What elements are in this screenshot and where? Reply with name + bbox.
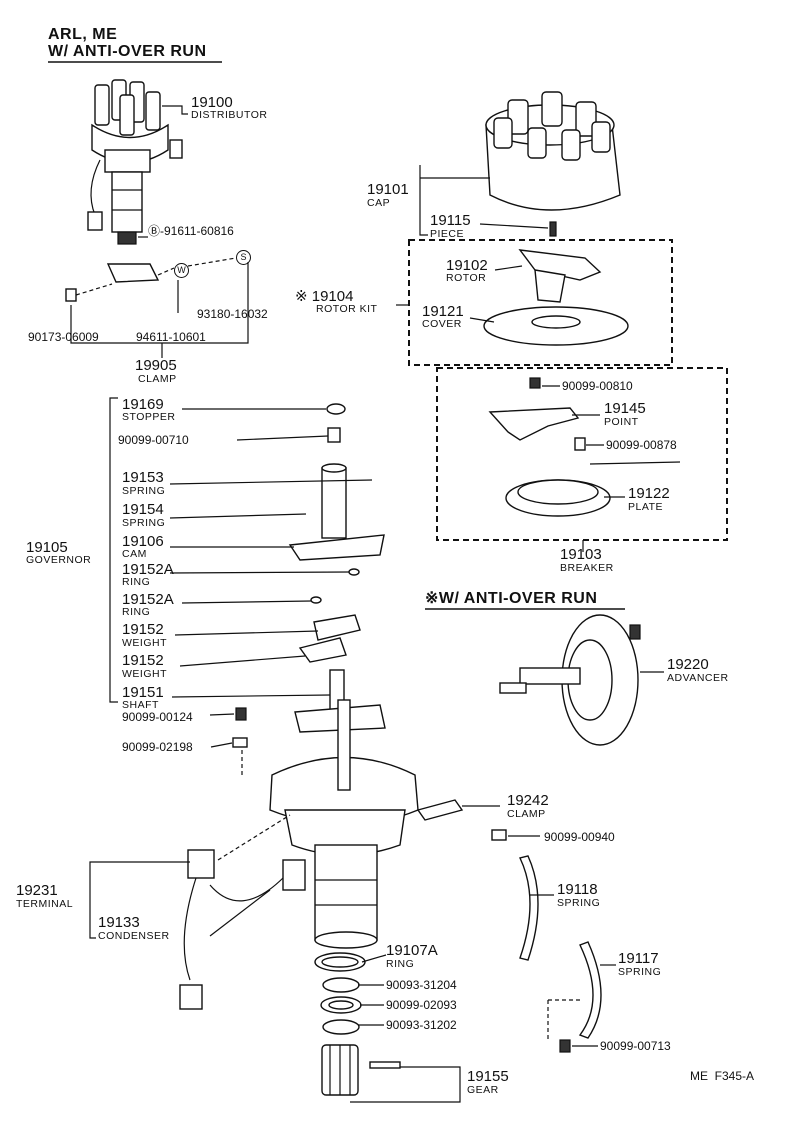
part-19103-name: BREAKER	[560, 562, 614, 574]
pn-90099-00940: 90099-00940	[544, 830, 615, 844]
part-19115-number: 19115	[430, 212, 471, 229]
marker-w: W	[174, 263, 189, 278]
rotor-kit-box	[408, 239, 673, 366]
housing-drawing	[269, 699, 419, 949]
cap-drawing	[485, 91, 621, 237]
part-19105-name: GOVERNOR	[26, 554, 92, 566]
part-19152A-number-1: 19152A	[122, 561, 174, 578]
part-19121-name: COVER	[422, 318, 462, 330]
part-19106-number: 19106	[122, 533, 164, 550]
part-19115-name: PIECE	[430, 228, 465, 240]
part-19905-name: CLAMP	[138, 373, 177, 385]
part-19152-name-1: WEIGHT	[122, 637, 167, 649]
header-line1: ARL, ME	[48, 26, 118, 43]
part-19105-number: 19105	[26, 539, 68, 556]
part-19133-name: CONDENSER	[98, 930, 170, 942]
part-19101-name: CAP	[367, 197, 391, 209]
part-19118-number: 19118	[557, 881, 598, 898]
part-19100-number: 19100	[191, 94, 233, 111]
pn-90099-02093: 90099-02093	[386, 998, 457, 1012]
rotor-drawing	[483, 249, 629, 346]
part-19154-number: 19154	[122, 501, 164, 518]
terminal-condenser-drawing	[179, 849, 306, 1010]
part-19101-number: 19101	[367, 181, 409, 198]
part-19145-number: 19145	[604, 400, 646, 417]
pn-94611-10601: 94611-10601	[136, 330, 206, 344]
part-19169-number: 19169	[122, 396, 164, 413]
part-19154-name: SPRING	[122, 517, 166, 529]
part-19145-name: POINT	[604, 416, 639, 428]
part-19169-name: STOPPER	[122, 411, 176, 423]
part-19231-number: 19231	[16, 882, 58, 899]
part-19155-name: GEAR	[467, 1084, 499, 1096]
part-19107A-number: 19107A	[386, 942, 438, 959]
part-19151-name: SHAFT	[122, 699, 159, 711]
nut-90173	[65, 288, 77, 302]
part-19153-number: 19153	[122, 469, 164, 486]
part-19133-number: 19133	[98, 914, 140, 931]
part-19905-number: 19905	[135, 357, 177, 374]
breaker-drawing	[488, 377, 681, 517]
part-19155-number: 19155	[467, 1068, 509, 1085]
advancer-drawing	[499, 614, 641, 746]
pn-90099-00124: 90099-00124	[122, 710, 193, 724]
section-anti-over-run-title: ※W/ ANTI-OVER RUN	[425, 590, 598, 607]
pn-90093-31204: 90093-31204	[386, 978, 457, 992]
part-19122-name: PLATE	[628, 501, 663, 513]
part-19121-number: 19121	[422, 303, 464, 320]
pn-90099-00710: 90099-00710	[118, 433, 189, 447]
marker-s: S	[236, 250, 251, 265]
part-19152-number-1: 19152	[122, 621, 164, 638]
leader-19100	[162, 105, 188, 115]
pn-93180-16032: 93180-16032	[197, 307, 268, 321]
part-19106-name: CAM	[122, 548, 147, 560]
pn-90099-02198: 90099-02198	[122, 740, 193, 754]
part-19231-name: TERMINAL	[16, 898, 74, 910]
part-19117-name: SPRING	[618, 966, 662, 978]
part-19152A-number-2: 19152A	[122, 591, 174, 608]
part-19220-number: 19220	[667, 656, 709, 673]
part-19220-name: ADVANCER	[667, 672, 729, 684]
pn-90093-31202: 90093-31202	[386, 1018, 457, 1032]
part-19100-name: DISTRIBUTOR	[191, 109, 268, 121]
part-19152-name-2: WEIGHT	[122, 668, 167, 680]
part-19242-number: 19242	[507, 792, 549, 809]
part-19107A-name: RING	[386, 958, 415, 970]
pn-90173-06009: 90173-06009	[28, 330, 99, 344]
governor-bracket	[109, 397, 118, 703]
part-19102-name: ROTOR	[446, 272, 487, 284]
part-19117-number: 19117	[618, 950, 659, 967]
header-line2: W/ ANTI-OVER RUN	[48, 43, 207, 60]
part-19102-number: 19102	[446, 257, 488, 274]
part-19104-name: ROTOR KIT	[316, 303, 378, 315]
part-19152A-name-2: RING	[122, 606, 151, 618]
part-19152-number-2: 19152	[122, 652, 164, 669]
part-19122-number: 19122	[628, 485, 670, 502]
figure-code: ME F345-A	[690, 1069, 755, 1083]
part-19103-number: 19103	[560, 546, 602, 563]
part-19152A-name-1: RING	[122, 576, 151, 588]
pn-90099-00878: 90099-00878	[606, 438, 677, 452]
pn-90099-00713: 90099-00713	[600, 1039, 671, 1053]
part-19104-number: ※ 19104	[295, 288, 354, 305]
breaker-box	[436, 367, 728, 541]
terminal-bracket	[89, 861, 96, 939]
pn-91611-60816: Ⓑ-91611-60816	[148, 224, 234, 238]
part-19151-number: 19151	[122, 684, 164, 701]
part-19118-name: SPRING	[557, 897, 601, 909]
clamp-spring-drawing	[416, 799, 602, 1053]
distributor-drawing	[87, 79, 183, 283]
part-19242-name: CLAMP	[507, 808, 546, 820]
pn-90099-00810: 90099-00810	[562, 379, 633, 393]
governor-drawing	[232, 403, 386, 748]
part-19153-name: SPRING	[122, 485, 166, 497]
